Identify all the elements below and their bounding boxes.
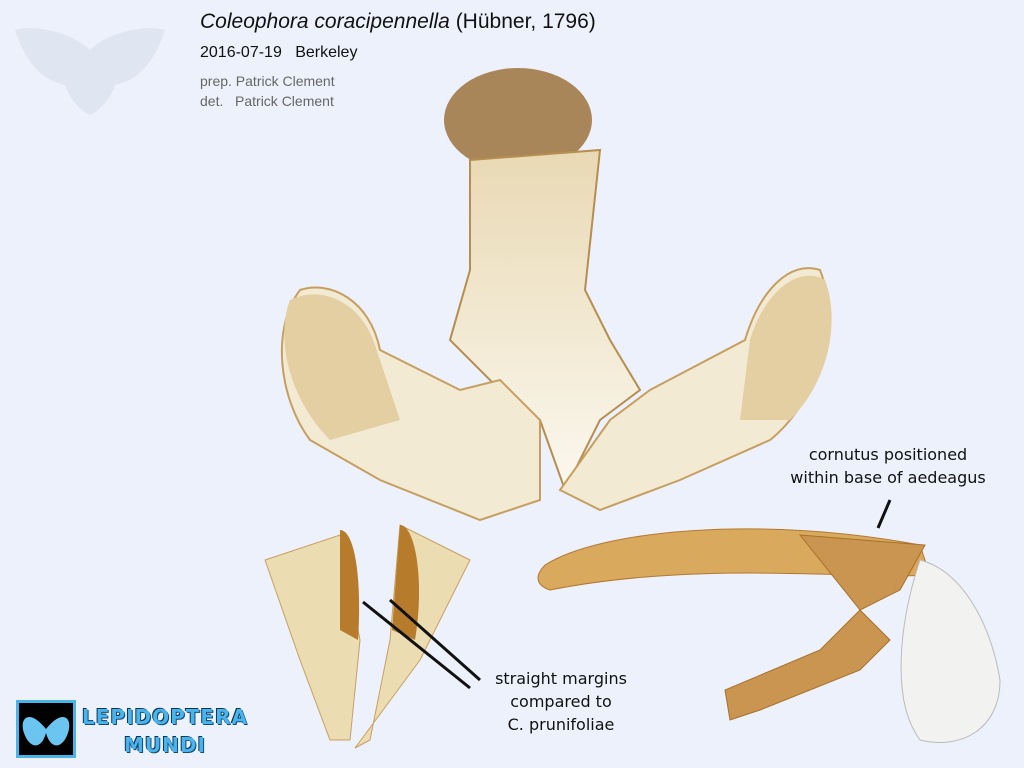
locality: Berkeley	[295, 44, 358, 61]
moth-watermark-icon	[15, 28, 165, 115]
margins-annotation: straight margins compared to C. prunifol…	[480, 667, 642, 736]
species-title: Coleophora coracipennella (Hübner, 1796)	[200, 10, 596, 34]
logo-line2: Mundi	[124, 733, 206, 757]
species-name: Coleophora coracipennella	[200, 10, 450, 33]
prep-credit: prep. Patrick Clement	[200, 73, 335, 89]
date: 2016-07-19	[200, 44, 282, 61]
det-credit: det. Patrick Clement	[200, 93, 334, 109]
annotation-line: cornutus positioned	[808, 445, 968, 464]
logo-text: Lepidoptera Mundi	[82, 703, 248, 759]
logo-butterfly-icon	[16, 700, 76, 758]
species-author: (Hübner, 1796)	[455, 10, 596, 33]
aedeagus	[537, 528, 1001, 743]
annotation-line: C. prunifoliae	[507, 715, 615, 734]
logo-line1: Lepidoptera	[82, 705, 248, 729]
date-locality: 2016-07-19 Berkeley	[200, 44, 357, 62]
genitalia-valvae	[264, 524, 471, 749]
pointer-line	[389, 598, 481, 682]
annotation-line: compared to	[510, 692, 612, 711]
pointer-line	[876, 499, 892, 529]
cornutus-annotation: cornutus positioned within base of aedea…	[770, 443, 1006, 489]
pointer-line	[362, 600, 471, 690]
annotation-line: within base of aedeagus	[790, 468, 986, 487]
annotation-line: straight margins	[495, 669, 627, 688]
genitalia-main	[280, 68, 832, 522]
